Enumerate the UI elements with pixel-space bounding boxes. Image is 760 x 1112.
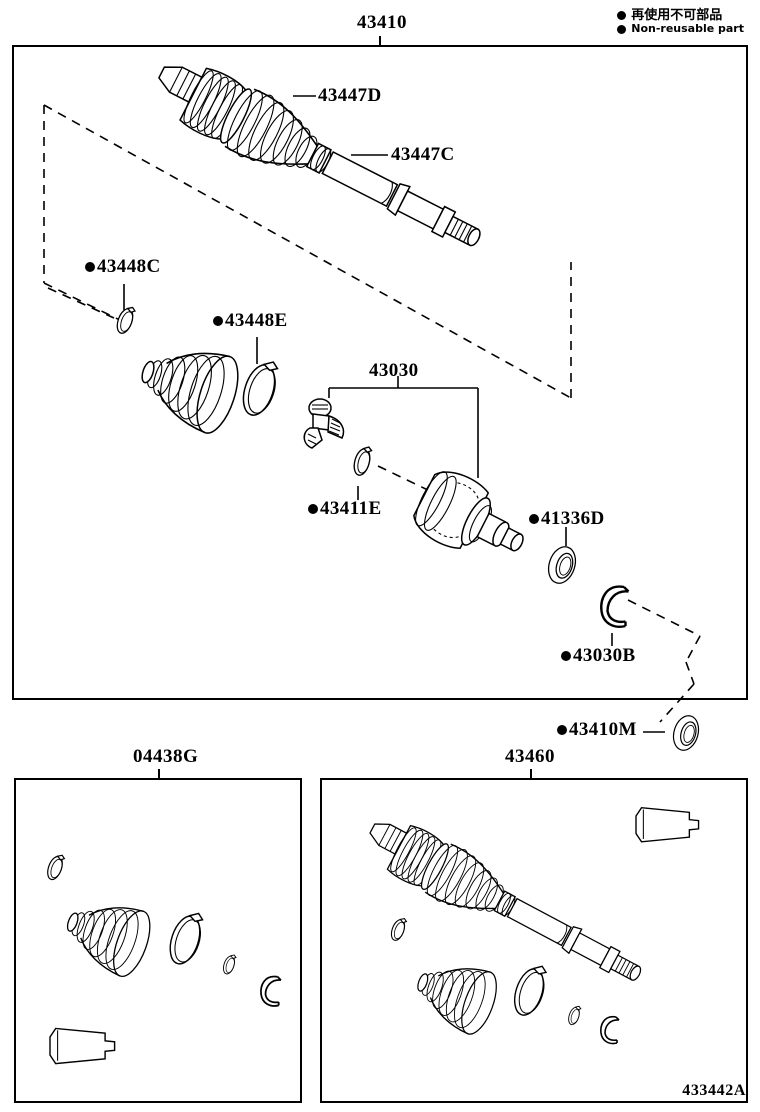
callout-43448C-text: 43448C <box>97 256 161 277</box>
art-dust-deflector <box>643 712 703 754</box>
legend-english-text: Non-reusable part <box>631 22 744 36</box>
callout-43030[interactable]: 43030 <box>369 360 419 382</box>
title-stem-kit <box>158 769 160 779</box>
callout-41336D-text: 41336D <box>541 508 605 529</box>
callout-43447C-text: 43447C <box>391 144 455 165</box>
callout-43411E-text: 43411E <box>320 498 382 519</box>
non-reusable-marker-icon <box>561 651 571 661</box>
panel-title-shaft: 43460 <box>498 746 562 768</box>
panel-drive-shaft-kit <box>320 778 748 1103</box>
title-stem-shaft <box>530 769 532 779</box>
non-reusable-marker-icon <box>308 504 318 514</box>
callout-43448E[interactable]: 43448E <box>213 310 288 332</box>
callout-43411E[interactable]: 43411E <box>308 498 382 520</box>
callout-43448E-text: 43448E <box>225 310 288 331</box>
callout-43410M-text: 43410M <box>569 719 637 740</box>
non-reusable-marker-icon <box>617 11 627 21</box>
non-reusable-marker-icon <box>213 316 223 326</box>
callout-43447D-text: 43447D <box>318 85 382 106</box>
panel-title-kit: 04438G <box>126 746 206 768</box>
panel-title-main: 43410 <box>350 12 414 34</box>
legend-row-english: Non-reusable part <box>617 22 744 36</box>
callout-41336D[interactable]: 41336D <box>529 508 605 530</box>
non-reusable-marker-icon <box>617 25 627 35</box>
callout-43030-text: 43030 <box>369 360 419 381</box>
callout-43410M[interactable]: 43410M <box>557 719 637 741</box>
callout-43448C[interactable]: 43448C <box>85 256 161 278</box>
title-stem-main <box>379 36 381 46</box>
diagram-code: 433442A <box>682 1082 746 1099</box>
callout-43030B-text: 43030B <box>573 645 636 666</box>
panel-boot-kit <box>14 778 302 1103</box>
callout-43030B[interactable]: 43030B <box>561 645 636 667</box>
non-reusable-marker-icon <box>85 262 95 272</box>
legend-japanese-text: 再使用不可部品 <box>631 8 723 23</box>
non-reusable-marker-icon <box>557 725 567 735</box>
callout-43447C[interactable]: 43447C <box>391 144 455 166</box>
non-reusable-marker-icon <box>529 514 539 524</box>
callout-43447D[interactable]: 43447D <box>318 85 382 107</box>
legend: 再使用不可部品 Non-reusable part <box>617 8 744 36</box>
legend-row-japanese: 再使用不可部品 <box>617 8 744 23</box>
